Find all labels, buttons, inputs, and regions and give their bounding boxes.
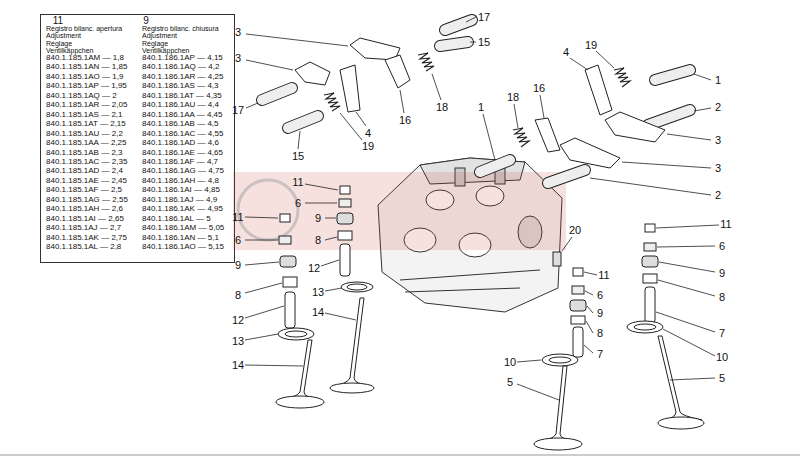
table-cell: 840.1.186.1AC — 4,55 (142, 130, 223, 138)
table-cell: 840.1.185.1AG — 2,55 (46, 196, 128, 204)
table-cell: 840.1.185.1AK — 2,75 (46, 234, 127, 242)
table-cell: 840.1.186.1AH — 4,8 (142, 177, 219, 185)
callout-number: 10 (504, 357, 516, 368)
callout-number: 3 (715, 135, 721, 146)
table-cell: 840.1.185.1AE — 2,45 (46, 177, 127, 185)
table-cell: 840.1.185.1AN — 1,85 (46, 63, 127, 71)
callout-number: 11 (232, 212, 243, 223)
table-header: Ventilkäppchen (142, 47, 189, 54)
callout-number: 7 (719, 328, 725, 339)
callout-number: 8 (597, 328, 603, 339)
callout-number: 4 (563, 47, 569, 58)
table-header: Réglage (142, 40, 168, 47)
callout-number: 3 (235, 53, 241, 64)
table-cell: 840.1.185.1AT — 2,15 (46, 120, 126, 128)
callout-number: 9 (719, 268, 725, 279)
callout-number: 11 (598, 270, 609, 281)
table-cell: 840.1.185.1AI — 2,65 (46, 215, 124, 223)
callout-number: 12 (232, 315, 244, 326)
callout-number: 5 (507, 377, 513, 388)
table-cell: 840.1.186.1AP — 4,15 (142, 54, 223, 62)
table-cell: 840.1.186.1AN — 5,1 (142, 234, 219, 242)
table-cell: 840.1.185.1AS — 2,1 (46, 111, 123, 119)
callout-number: 19 (362, 141, 374, 152)
table-cell: 840.1.185.1AD — 2,4 (46, 167, 123, 175)
callout-number: 4 (365, 128, 371, 139)
table-cell: 840.1.185.1AH — 2,6 (46, 205, 123, 213)
table-cell: 840.1.186.1AM — 5,05 (142, 224, 224, 232)
table-header: Registro bilanc. apertura (46, 25, 122, 32)
table-cell: 840.1.185.1AP — 1,95 (46, 82, 127, 90)
callout-number: 14 (312, 307, 324, 318)
table-cell: 840.1.185.1AA — 2,25 (46, 139, 127, 147)
callout-number: 9 (235, 260, 241, 271)
callout-number: 3 (235, 27, 241, 38)
callout-number: 14 (232, 360, 244, 371)
callout-number: 16 (399, 115, 411, 126)
table-header: Registro bilanc. chiusura (142, 25, 219, 32)
table-cell: 840.1.185.1AM — 1,8 (46, 54, 124, 62)
table-cell: 840.1.185.1AL — 2,8 (46, 243, 121, 251)
table-cell: 840.1.186.1AF — 4,7 (142, 158, 218, 166)
table-cell: 840.1.185.1AF — 2,5 (46, 186, 122, 194)
table-cell: 840.1.186.1AD — 4,6 (142, 139, 219, 147)
callout-number: 2 (715, 190, 721, 201)
callout-number: 6 (597, 290, 603, 301)
table-header: Ventilkäppchen (46, 47, 93, 54)
table-cell: 840.1.185.1AC — 2,35 (46, 158, 127, 166)
callout-number: 10 (716, 352, 728, 363)
table-cell: 840.1.186.1AU — 4,4 (142, 101, 219, 109)
table-cell: 840.1.186.1AQ — 4,2 (142, 63, 219, 71)
callout-number: 12 (308, 263, 320, 274)
callout-number: 17 (232, 105, 244, 116)
callout-number: 6 (295, 198, 301, 209)
callout-number: 18 (436, 102, 448, 113)
callout-number: 15 (292, 151, 304, 162)
callout-number: 15 (478, 37, 490, 48)
table-cell: 840.1.186.1AS — 4,3 (142, 82, 219, 90)
table-cell: 840.1.186.1AA — 4,45 (142, 111, 223, 119)
callout-number: 2 (715, 102, 721, 113)
callout-number: 5 (719, 373, 725, 384)
callout-number: 8 (235, 290, 241, 301)
table-cell: 840.1.186.1AG — 4,75 (142, 167, 224, 175)
callout-number: 18 (507, 92, 519, 103)
callout-number: 6 (719, 241, 725, 252)
callout-number: 1 (478, 102, 484, 113)
table-cell: 840.1.185.1AO — 1,9 (46, 73, 123, 81)
table-cell: 840.1.185.1AJ — 2,7 (46, 224, 121, 232)
table-cell: 840.1.185.1AU — 2,2 (46, 130, 123, 138)
callout-number: 11 (292, 177, 303, 188)
callout-number: 3 (715, 163, 721, 174)
callout-number: 13 (232, 336, 244, 347)
callout-number: 9 (597, 308, 603, 319)
table-cell: 840.1.186.1AE — 4,65 (142, 149, 223, 157)
callout-number: 8 (315, 235, 321, 246)
table-cell: 840.1.186.1AJ — 4,9 (142, 196, 217, 204)
callout-number: 13 (312, 287, 324, 298)
table-cell: 840.1.186.1AK — 4,95 (142, 205, 223, 213)
table-header: Réglage (46, 40, 72, 47)
table-cell: 840.1.185.1AQ — 2 (46, 92, 117, 100)
table-cell: 840.1.186.1AI — 4,85 (142, 186, 220, 194)
table-header: Adjustment (142, 32, 177, 39)
callout-number: 7 (597, 349, 603, 360)
callout-number: 20 (569, 225, 581, 236)
table-cell: 840.1.186.1AO — 5,15 (142, 243, 224, 251)
table-cell: 840.1.185.1AB — 2,3 (46, 149, 123, 157)
table-cell: 840.1.186.1AL — 5 (142, 215, 211, 223)
callout-number: 6 (235, 235, 241, 246)
callout-number: 9 (315, 213, 321, 224)
table-cell: 840.1.186.1AT — 4,35 (142, 92, 222, 100)
callout-number: 19 (585, 40, 597, 51)
callout-number: 11 (720, 219, 731, 230)
callout-number: 1 (715, 75, 721, 86)
callout-number: 8 (719, 292, 725, 303)
table-cell: 840.1.185.1AR — 2,05 (46, 101, 127, 109)
callout-number: 16 (533, 83, 545, 94)
table-header: Adjustment (46, 32, 81, 39)
table-cell: 840.1.186.1AR — 4,25 (142, 73, 223, 81)
table-cell: 840.1.186.1AB — 4,5 (142, 120, 219, 128)
callout-number: 17 (478, 12, 490, 23)
